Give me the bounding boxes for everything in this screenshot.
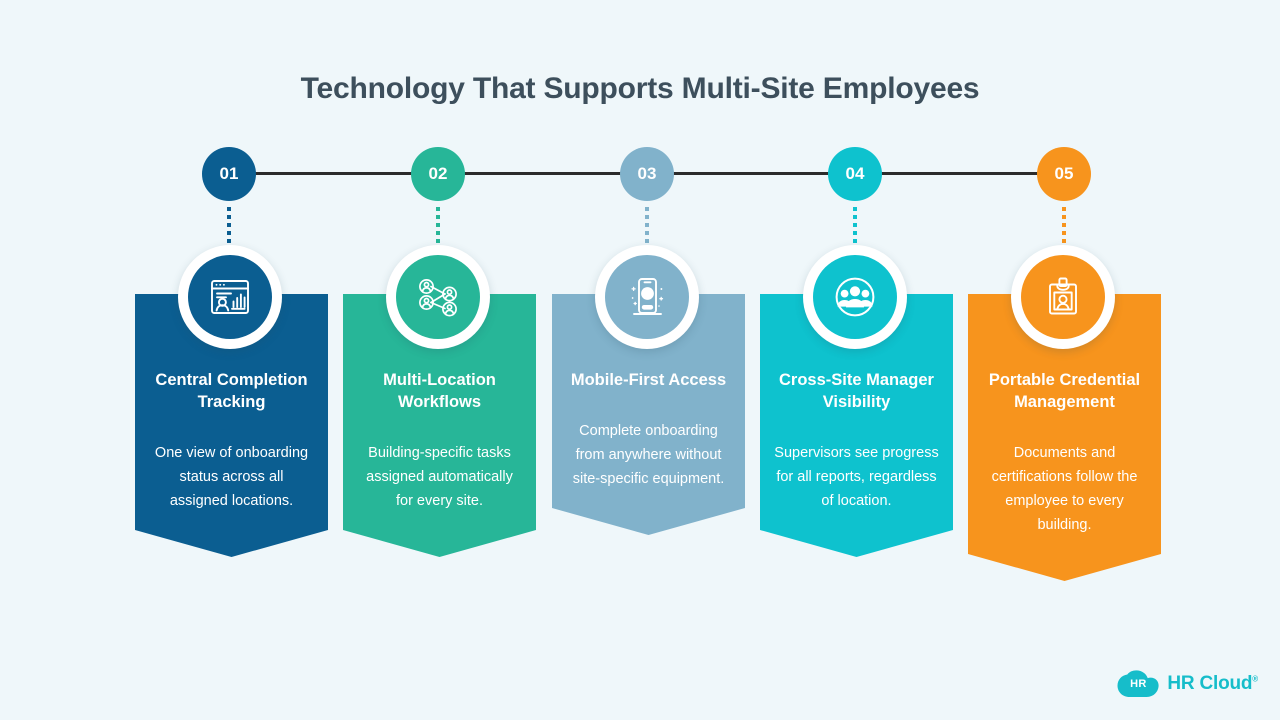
dashboard-analytics-icon bbox=[188, 255, 272, 339]
timeline-number-02: 02 bbox=[411, 147, 465, 201]
step-card-title: Multi-Location Workflows bbox=[383, 371, 496, 411]
hr-cloud-logo: HR HR Cloud® bbox=[1117, 670, 1258, 698]
dotted-connector-02 bbox=[436, 207, 440, 247]
page-title: Technology That Supports Multi-Site Empl… bbox=[300, 72, 980, 105]
dotted-connector-03 bbox=[645, 207, 649, 247]
dotted-connector-01 bbox=[227, 207, 231, 247]
card-chevron-bottom bbox=[968, 543, 1161, 581]
dotted-connector-05 bbox=[1062, 207, 1066, 247]
icon-ring-04 bbox=[803, 245, 907, 349]
logo-wordmark: HR Cloud® bbox=[1167, 673, 1258, 695]
timeline-number-04: 04 bbox=[828, 147, 882, 201]
timeline-number-03: 03 bbox=[620, 147, 674, 201]
cloud-icon: HR bbox=[1117, 670, 1159, 698]
step-card-description: Supervisors see progress for all reports… bbox=[774, 444, 939, 509]
dotted-connector-04 bbox=[853, 207, 857, 247]
card-chevron-bottom bbox=[135, 519, 328, 557]
card-chevron-bottom bbox=[343, 519, 536, 557]
step-card-title: Portable Credential Management bbox=[988, 371, 1141, 411]
step-card-description: Documents and certifications follow the … bbox=[991, 444, 1138, 533]
card-chevron-bottom bbox=[760, 519, 953, 557]
step-card-title: Cross-Site Manager Visibility bbox=[779, 371, 934, 411]
logo-mark-label: HR bbox=[1130, 678, 1147, 690]
logo-registered-mark: ® bbox=[1252, 674, 1258, 684]
timeline-number-05: 05 bbox=[1037, 147, 1091, 201]
icon-ring-01 bbox=[178, 245, 282, 349]
step-card-description: One view of onboarding status across all… bbox=[154, 444, 309, 509]
id-badge-icon bbox=[1021, 255, 1105, 339]
icon-ring-03 bbox=[595, 245, 699, 349]
card-chevron-bottom bbox=[552, 497, 745, 535]
step-card-title: Mobile-First Access bbox=[570, 371, 727, 389]
icon-ring-05 bbox=[1011, 245, 1115, 349]
step-card-description: Complete onboarding from anywhere withou… bbox=[572, 422, 725, 487]
timeline-number-01: 01 bbox=[202, 147, 256, 201]
people-group-icon bbox=[813, 255, 897, 339]
logo-name: HR Cloud bbox=[1167, 673, 1253, 694]
step-card-description: Building-specific tasks assigned automat… bbox=[366, 444, 513, 509]
people-network-icon bbox=[396, 255, 480, 339]
mobile-check-icon bbox=[605, 255, 689, 339]
icon-ring-02 bbox=[386, 245, 490, 349]
step-card-title: Central Completion Tracking bbox=[155, 371, 308, 411]
